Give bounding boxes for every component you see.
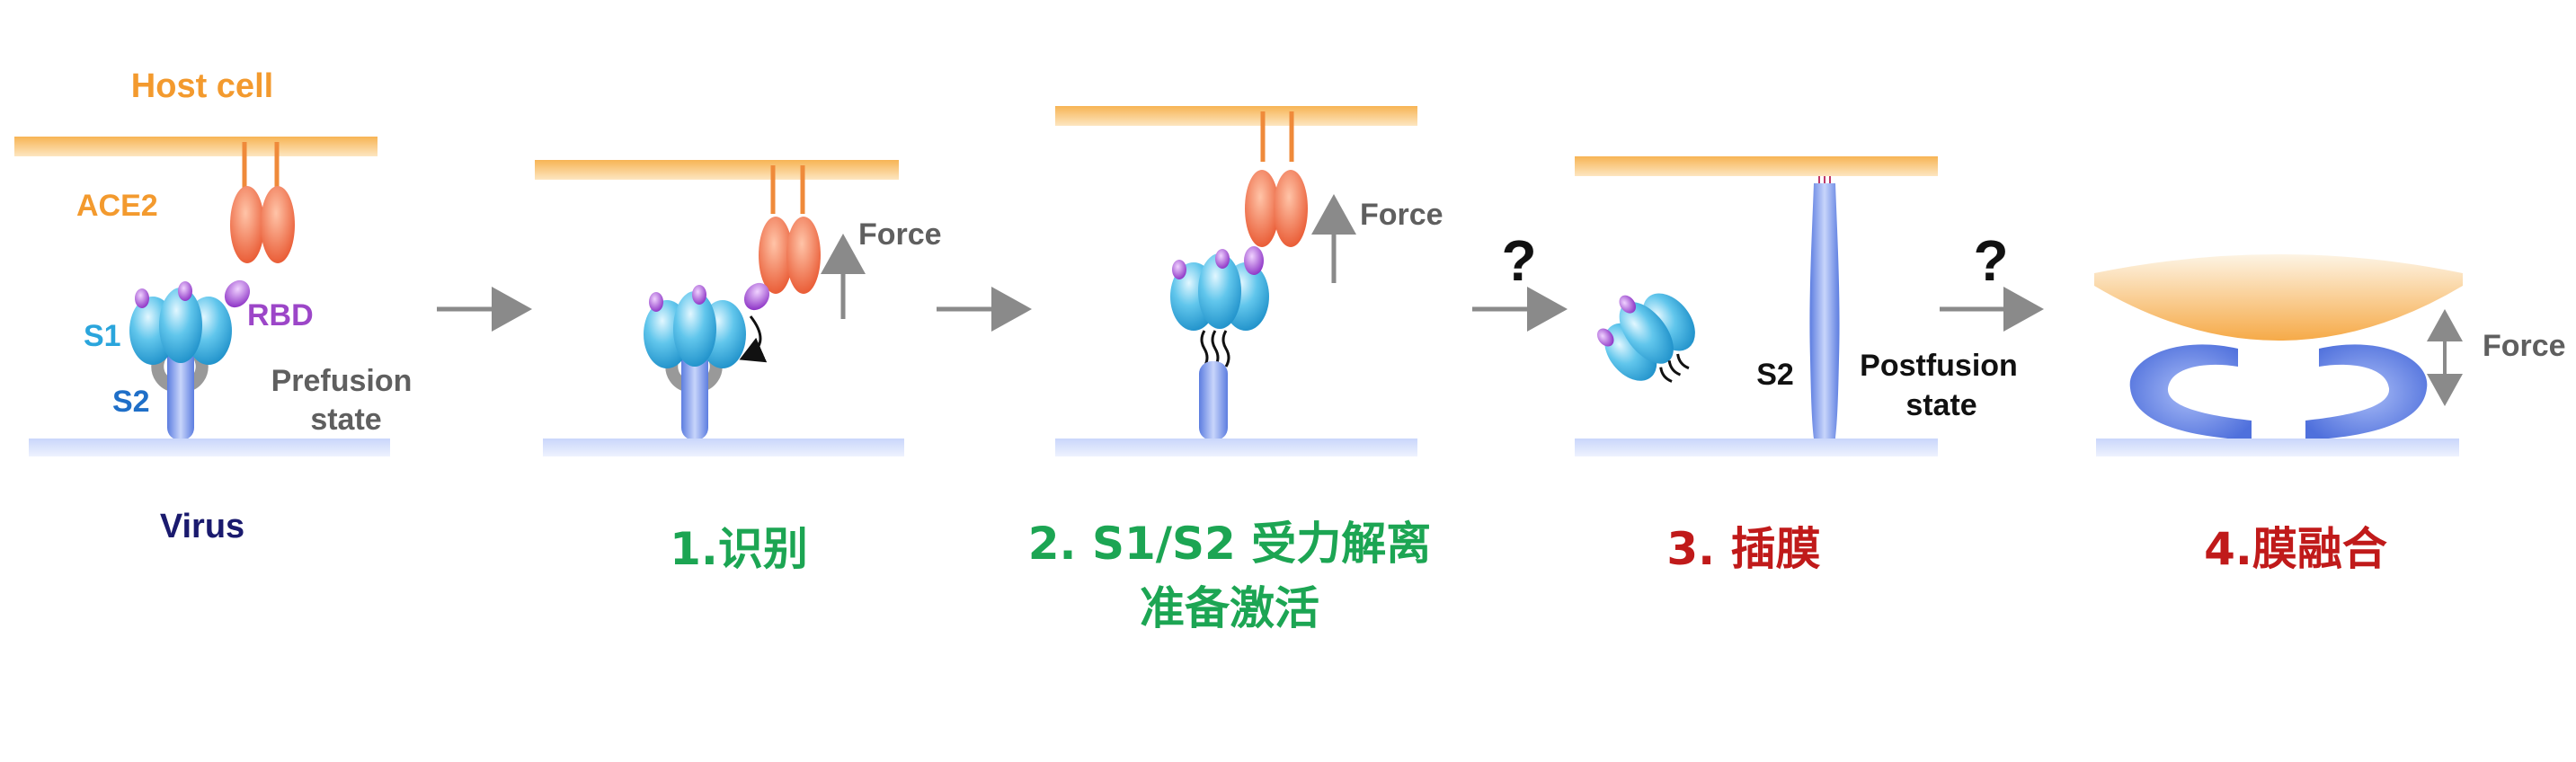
rbd-label: RBD xyxy=(247,298,314,332)
virus-membrane xyxy=(1055,439,1417,456)
ace2-receptor xyxy=(759,165,821,294)
ace2-label: ACE2 xyxy=(76,189,158,223)
panel-step2: Force 2. S1/S2 受力解离 准备激活 xyxy=(1028,106,1443,634)
panel-prefusion: Host cell ACE2 RBD S1 S2 Prefusion state… xyxy=(14,67,412,545)
virus-membrane xyxy=(1575,439,1938,456)
fusion-arc-right xyxy=(2305,344,2428,440)
step3-label: 3. 插膜 xyxy=(1666,523,1820,575)
force-label: Force xyxy=(858,217,942,252)
ace2-receptor xyxy=(230,142,295,263)
virus-membrane xyxy=(2096,439,2459,456)
host-membrane xyxy=(535,160,899,180)
spike-protein xyxy=(644,282,770,440)
s2-stalk xyxy=(167,343,194,440)
step2-label-line1: 2. S1/S2 受力解离 xyxy=(1028,518,1431,570)
binding-curved-arrow xyxy=(739,315,768,363)
prefusion-label-line2: state xyxy=(310,403,381,437)
postfusion-label-line1: Postfusion xyxy=(1860,349,2018,383)
s2-postfusion-extended xyxy=(1809,176,1840,439)
step4-label: 4.膜融合 xyxy=(2204,523,2387,575)
question-mark-2: ? xyxy=(1973,228,2008,293)
ace2-receptor xyxy=(1245,111,1308,247)
s2-label: S2 xyxy=(112,385,150,419)
prefusion-label-line1: Prefusion xyxy=(271,364,413,398)
rbd-domain xyxy=(743,282,770,311)
force-label: Force xyxy=(2483,329,2566,363)
host-membrane xyxy=(1055,106,1417,126)
rbd-domain xyxy=(1244,246,1264,275)
host-membrane xyxy=(14,137,378,156)
panel-step1: Force 1.识别 xyxy=(535,160,942,575)
step1-label: 1.识别 xyxy=(670,523,808,575)
virus-label: Virus xyxy=(160,508,244,545)
host-cell-label: Host cell xyxy=(131,67,273,105)
s2-subunit xyxy=(1199,330,1230,440)
force-label: Force xyxy=(1360,198,1443,232)
host-membrane-curved xyxy=(2094,254,2463,341)
host-membrane xyxy=(1575,156,1938,176)
panel-step3: S2 Postfusion state 3. 插膜 xyxy=(1575,156,2018,575)
fusion-arc-left xyxy=(2129,344,2252,440)
virus-membrane xyxy=(543,439,904,456)
question-mark-1: ? xyxy=(1501,228,1536,293)
s1-subunit-detaching xyxy=(1170,246,1269,331)
virus-membrane xyxy=(29,439,390,456)
postfusion-label-line2: state xyxy=(1905,388,1976,422)
step2-label-line2: 准备激活 xyxy=(1140,582,1319,634)
s2-label: S2 xyxy=(1756,358,1794,392)
rbd-domain xyxy=(224,279,251,308)
spike-protein-prefusion xyxy=(129,279,251,440)
s1-subunit-released xyxy=(1597,293,1695,383)
panel-step4: Force 4.膜融合 xyxy=(2094,254,2566,575)
s1-label: S1 xyxy=(84,319,121,353)
